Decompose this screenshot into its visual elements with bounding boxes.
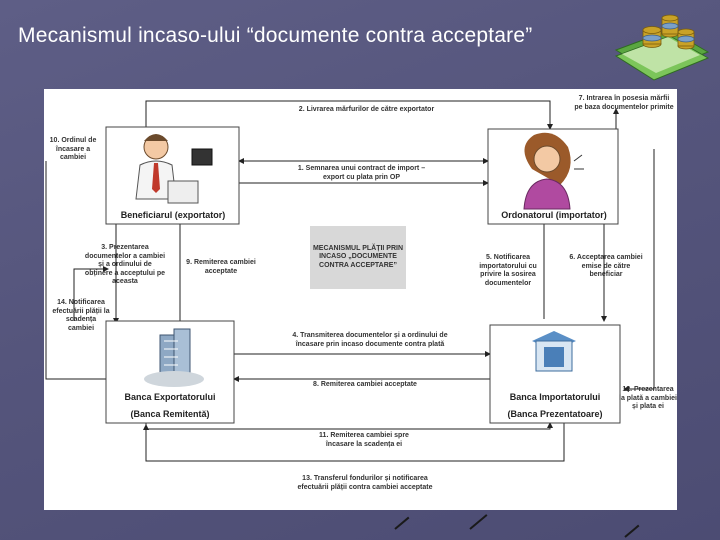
diagram-arrows [45, 100, 655, 462]
decor-line [394, 516, 410, 530]
step-4-label: 4. Transmiterea documentelor și a ordinu… [292, 332, 448, 348]
center-title-box: MECANISMUL PLĂȚII PRIN INCASO „DOCUMENTE… [310, 226, 406, 289]
exporter-bank-icon [144, 328, 204, 387]
step-1-label: 1. Semnarea unui contract de import – ex… [297, 165, 426, 181]
importer-bank-icon [532, 331, 576, 372]
exporter-bank-subtitle: (Banca Remitentă) [130, 409, 210, 419]
importer-box-title: Ordonatorul (importator) [501, 210, 607, 220]
exporter-bank-title: Banca Exportatorului [124, 392, 216, 402]
step-9-label: 9. Remiterea cambiei acceptate [186, 259, 256, 275]
step-2-label: 2. Livrarea mărfurilor de către exportat… [298, 106, 435, 113]
exporter-person-icon [135, 134, 213, 204]
decor-line [624, 524, 640, 538]
step-10-label: 10. Ordinul de încasare a cambiei [49, 137, 97, 161]
importer-bank-subtitle: (Banca Prezentatoare) [507, 409, 603, 419]
exporter-box-title: Beneficiarul (exportator) [120, 210, 226, 220]
importer-person-icon [523, 132, 584, 210]
center-title: MECANISMUL PLĂȚII PRIN INCASO „DOCUMENTE… [312, 244, 404, 269]
step-12-label: 12. Prezentarea la plată a cambiei și pl… [619, 386, 677, 410]
step-13-label: 13. Transferul fondurilor și notificarea… [297, 475, 433, 491]
step-11-label: 11. Remiterea cambiei spre încasare la s… [319, 432, 409, 448]
step-5-label: 5. Notificarea importatorului cu privire… [479, 254, 537, 287]
step-7-label: 7. Intrarea în posesia mărfii pe baza do… [574, 95, 674, 111]
step-8-label: 8. Remiterea cambiei acceptate [313, 381, 417, 388]
step-6-label: 6. Acceptarea cambiei emise de către ben… [569, 254, 643, 278]
money-stacks-icon [614, 14, 710, 81]
importer-bank-title: Banca Importatorului [509, 392, 601, 402]
diagram-panel: MECANISMUL PLĂȚII PRIN INCASO „DOCUMENTE… [44, 89, 677, 510]
slide-title: Mecanismul incaso-ului “documente contra… [18, 24, 533, 47]
step-3-label: 3. Prezentarea documentelor a cambiei și… [84, 244, 166, 285]
decor-line [469, 514, 488, 530]
step-14-label: 14. Notificarea efectuării plății la sca… [52, 299, 110, 332]
